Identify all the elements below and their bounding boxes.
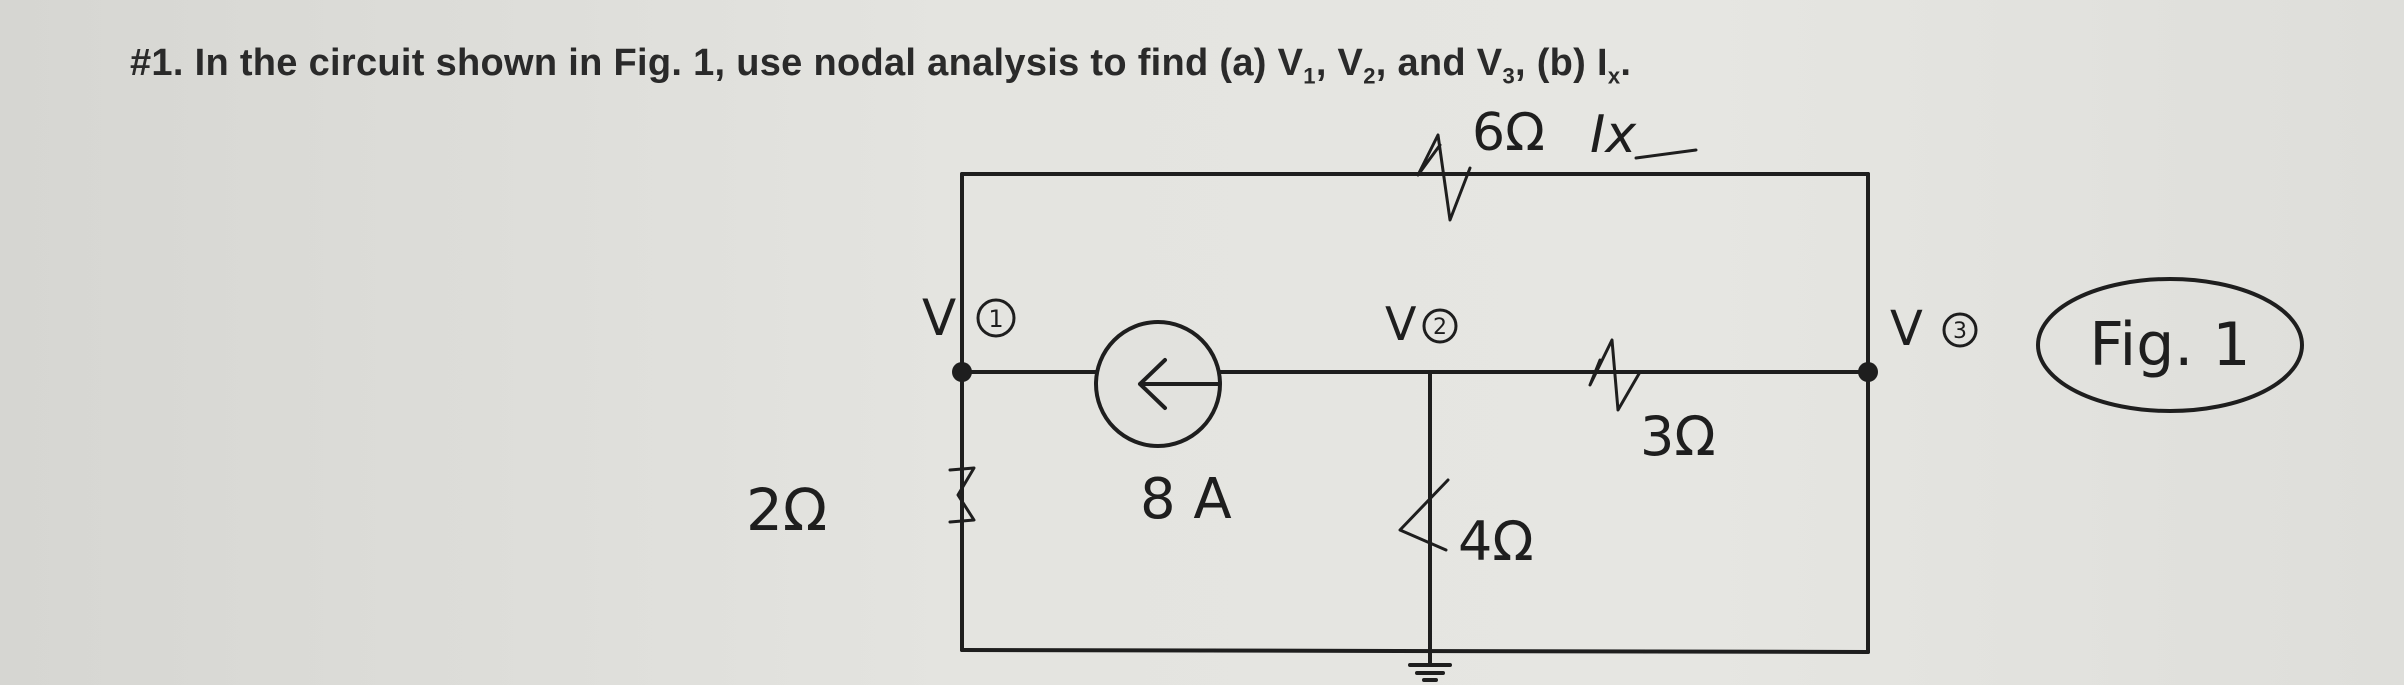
fig-label: Fig. 1 [2089,310,2250,380]
fig-label-ellipse [2036,277,2304,413]
node1-num: 1 [988,305,1003,333]
problem-text-4: , (b) I [1514,42,1608,84]
ix-underline [1634,148,1698,160]
problem-statement: #1. In the circuit shown in Fig. 1, use … [130,42,1632,87]
label-6ohm: 6Ω [1472,103,1545,163]
current-source-arrow [1138,358,1220,410]
resistor-6ohm [1416,133,1472,222]
node2-circle-icon [1422,308,1458,344]
sub-1: 1 [1303,63,1316,89]
problem-text-5: . [1620,42,1632,84]
resistor-4ohm [1398,478,1450,552]
node1-v: V [922,289,956,347]
sub-2: 2 [1363,63,1376,89]
node-1-dot [952,362,972,382]
label-3ohm: 3Ω [1640,405,1716,468]
ground-symbol [1408,650,1452,682]
resistor-3ohm [1588,338,1642,412]
label-2ohm: 2Ω [746,476,827,544]
node2-v: V [1385,297,1417,351]
label-ix: Ix [1590,105,1637,165]
problem-number: #1. [130,42,184,84]
problem-text-1: In the circuit shown in Fig. 1, use noda… [194,42,1304,84]
node3-num: 3 [1953,319,1967,344]
resistor-2ohm [948,466,976,524]
node3-v: V [1890,301,1923,357]
problem-text-3: , and V [1375,42,1503,84]
node-3-dot [1858,362,1878,382]
sub-3: 3 [1502,63,1515,89]
sub-x: x [1607,63,1621,89]
label-4ohm: 4Ω [1458,510,1534,573]
label-8a: 8 A [1140,467,1232,532]
node2-num: 2 [1433,315,1447,340]
wire-bottom [960,648,1870,654]
problem-text-2: , V [1315,42,1364,84]
node3-circle-icon [1942,312,1978,348]
node1-circle-icon [976,298,1016,338]
